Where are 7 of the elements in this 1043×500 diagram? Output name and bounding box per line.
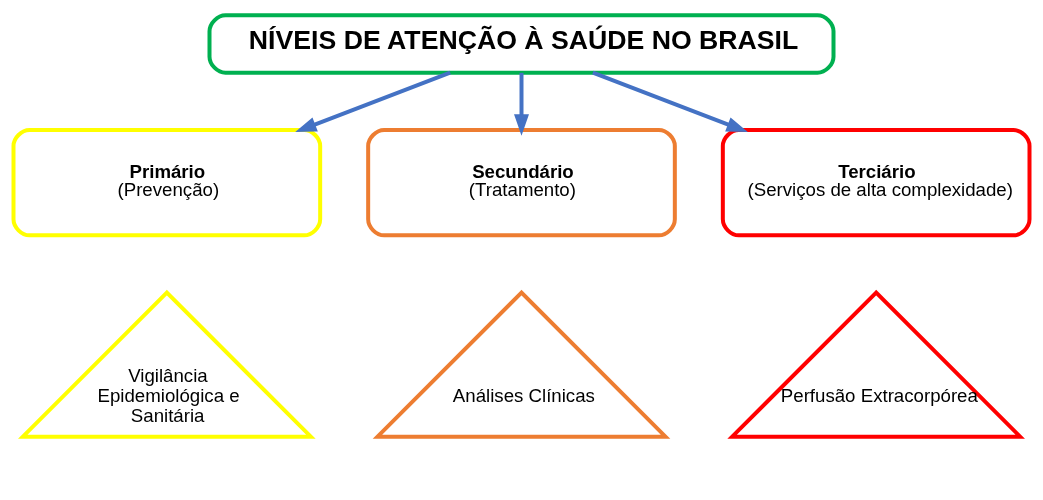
node-box: Terciário (Serviços de alta complexidade): [720, 128, 1032, 238]
arrow: [295, 70, 451, 133]
arrow: [514, 72, 529, 136]
node-box: Primário (Prevenção): [11, 128, 323, 238]
node-box: Secundário (Tratamento): [366, 128, 677, 238]
arrow: [592, 70, 748, 133]
node-box: NÍVEIS DE ATENÇÃO À SAÚDE NO BRASIL: [207, 13, 836, 75]
